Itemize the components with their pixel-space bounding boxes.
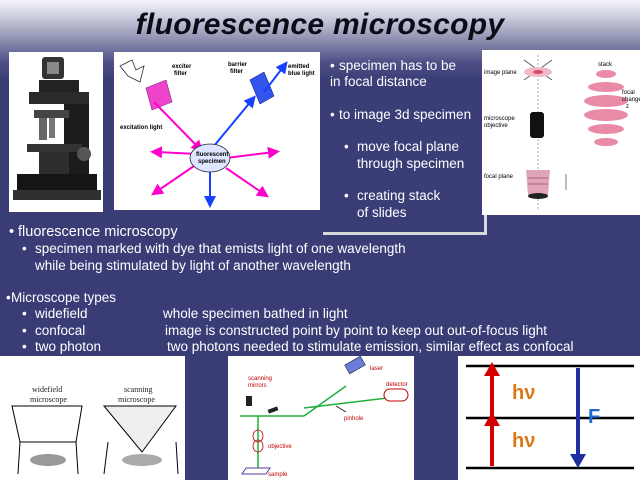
widefield-scanning-diagram: widefield microscope scanning microscope bbox=[0, 356, 185, 480]
exciter-filter-shape bbox=[145, 79, 173, 111]
barrier-filter-shape bbox=[249, 71, 275, 105]
stack-diagram-svg: image plane microscope objective focal p… bbox=[484, 55, 640, 210]
svg-text:widefield: widefield bbox=[32, 385, 62, 394]
type-desc-widefield: whole specimen bathed in light bbox=[163, 306, 348, 321]
filter-diagram-svg: exciter filter barrier filter emitted bl… bbox=[119, 59, 315, 208]
fluorescent-specimen-shape bbox=[189, 143, 231, 173]
svg-text:filter: filter bbox=[174, 71, 188, 77]
svg-text:scanning: scanning bbox=[124, 385, 152, 394]
svg-text:microscope: microscope bbox=[30, 395, 67, 404]
confocal-schematic-svg: laser detector pinhole scanning mirrors … bbox=[240, 356, 409, 478]
heading-fluorescence: •fluorescence microscopy bbox=[9, 224, 178, 240]
svg-text:sample: sample bbox=[268, 472, 288, 478]
svg-text:specimen: specimen bbox=[198, 159, 226, 165]
svg-text:objective: objective bbox=[484, 123, 508, 129]
desc-line-1: •specimen marked with dye that emists li… bbox=[22, 241, 406, 256]
type-row-confocal: •confocal bbox=[22, 323, 86, 338]
desc-line-2: while being stimulated by light of anoth… bbox=[35, 258, 351, 273]
type-row-widefield: •widefield bbox=[22, 306, 88, 321]
svg-text:mirrors: mirrors bbox=[248, 383, 267, 389]
microscope-photo bbox=[9, 52, 103, 212]
lamp-flash-icon bbox=[119, 59, 145, 83]
svg-text:laser: laser bbox=[370, 366, 383, 372]
type-desc-confocal: image is constructed point by point to k… bbox=[165, 323, 547, 338]
objective-shape bbox=[530, 112, 544, 138]
svg-text:microscope: microscope bbox=[118, 395, 155, 404]
note-3-cont: through specimen bbox=[357, 156, 465, 171]
svg-text:detector: detector bbox=[386, 382, 408, 388]
note-1-cont: in focal distance bbox=[330, 74, 427, 89]
svg-text:z: z bbox=[626, 104, 629, 110]
svg-text:stack: stack bbox=[598, 62, 613, 68]
svg-text:filter: filter bbox=[230, 69, 244, 75]
svg-text:objective: objective bbox=[268, 444, 292, 450]
heading-types: •Microscope types bbox=[6, 290, 117, 305]
note-4: •creating stack bbox=[344, 188, 441, 203]
photon-label-2: hν bbox=[512, 430, 536, 452]
page-title: fluorescence microscopy bbox=[135, 8, 505, 41]
svg-text:change: change bbox=[622, 97, 640, 103]
energy-diagram-svg bbox=[466, 362, 634, 470]
svg-text:focal plane: focal plane bbox=[484, 174, 514, 180]
note-2: •to image 3d specimen bbox=[330, 107, 472, 122]
stack-diagram: image plane microscope objective focal p… bbox=[482, 50, 640, 215]
svg-text:pinhole: pinhole bbox=[344, 416, 364, 422]
type-desc-two-photon: two photons needed to stimulate emission… bbox=[167, 339, 574, 354]
svg-text:emitted: emitted bbox=[288, 64, 310, 70]
svg-text:excitation light: excitation light bbox=[120, 125, 162, 131]
svg-text:barrier: barrier bbox=[228, 62, 248, 68]
photon-label-1: hν bbox=[512, 382, 536, 404]
microscope-image bbox=[9, 52, 103, 212]
note-1: •specimen has to be bbox=[330, 58, 457, 73]
note-4-cont: of slides bbox=[357, 205, 407, 220]
svg-text:scanning: scanning bbox=[248, 376, 272, 382]
svg-text:blue light: blue light bbox=[288, 71, 315, 77]
filter-diagram: exciter filter barrier filter emitted bl… bbox=[114, 52, 320, 210]
svg-text:exciter: exciter bbox=[172, 64, 192, 70]
widefield-scanning-svg: widefield microscope scanning microscope bbox=[11, 385, 179, 475]
svg-text:fluorescent: fluorescent bbox=[196, 152, 228, 158]
fluorescence-label: F bbox=[588, 406, 601, 428]
svg-text:focal: focal bbox=[622, 90, 635, 96]
svg-text:microscope: microscope bbox=[484, 116, 515, 122]
note-3: •move focal plane bbox=[344, 139, 460, 154]
image-plane-label: image plane bbox=[484, 70, 517, 76]
type-row-two-photon: •two photon bbox=[22, 339, 102, 354]
energy-diagram: hν hν F bbox=[458, 356, 640, 480]
confocal-schematic: laser detector pinhole scanning mirrors … bbox=[228, 356, 414, 480]
